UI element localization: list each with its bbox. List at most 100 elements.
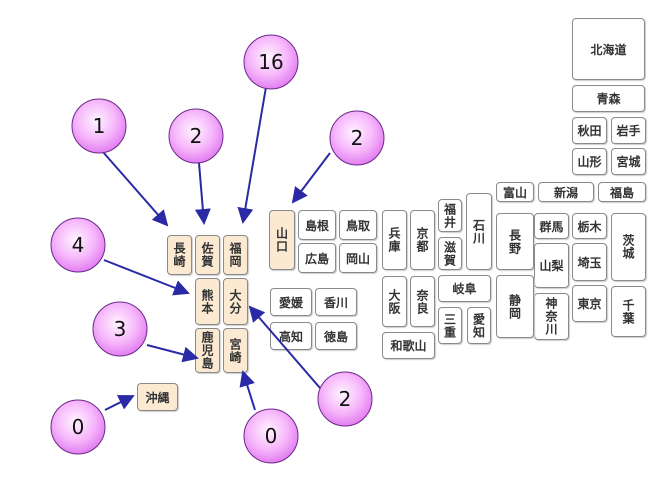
prefecture-name: 静岡 bbox=[507, 293, 522, 320]
prefecture-name: 長野 bbox=[507, 228, 522, 255]
prefecture-box[interactable]: 長野 bbox=[496, 213, 534, 270]
prefecture-box[interactable]: 福井 bbox=[438, 199, 462, 232]
count-label: 2 bbox=[190, 124, 203, 148]
prefecture-name: 石川 bbox=[471, 218, 486, 245]
count-bubble bbox=[50, 399, 106, 455]
arrow bbox=[291, 152, 331, 204]
count-label: 0 bbox=[72, 415, 85, 439]
prefecture-box[interactable]: 石川 bbox=[466, 193, 492, 270]
prefecture-box[interactable]: 富山 bbox=[496, 182, 534, 202]
prefecture-box[interactable]: 福岡 bbox=[223, 235, 248, 275]
prefecture-box[interactable]: 愛知 bbox=[467, 307, 491, 344]
count-label: 2 bbox=[351, 126, 364, 150]
count-bubble bbox=[329, 110, 385, 166]
prefecture-box[interactable]: 群馬 bbox=[534, 213, 569, 239]
prefecture-name: 大分 bbox=[228, 288, 242, 315]
prefecture-box[interactable]: 静岡 bbox=[496, 275, 534, 338]
prefecture-box[interactable]: 和歌山 bbox=[382, 332, 435, 359]
prefecture-name: 岩手 bbox=[616, 124, 641, 138]
prefecture-box[interactable]: 新潟 bbox=[538, 182, 594, 202]
count-bubble bbox=[168, 108, 224, 164]
prefecture-box[interactable]: 大阪 bbox=[382, 276, 407, 327]
prefecture-name: 長崎 bbox=[172, 242, 186, 268]
prefecture-box[interactable]: 三重 bbox=[438, 307, 462, 344]
prefecture-box[interactable]: 愛媛 bbox=[270, 288, 312, 316]
prefecture-box[interactable]: 滋賀 bbox=[438, 237, 462, 270]
prefecture-name: 愛媛 bbox=[278, 295, 303, 310]
prefecture-box[interactable]: 沖縄 bbox=[137, 383, 178, 411]
prefecture-name: 北海道 bbox=[590, 42, 627, 57]
prefecture-box[interactable]: 奈良 bbox=[410, 276, 435, 327]
prefecture-name: 鹿児島 bbox=[200, 331, 214, 370]
prefecture-name: 青森 bbox=[596, 92, 621, 106]
count-label: 1 bbox=[93, 114, 106, 138]
prefecture-box[interactable]: 京都 bbox=[410, 210, 435, 270]
prefecture-name: 宮崎 bbox=[228, 337, 242, 364]
prefecture-name: 栃木 bbox=[577, 219, 602, 234]
prefecture-box[interactable]: 兵庫 bbox=[382, 210, 407, 270]
prefecture-box[interactable]: 埼玉 bbox=[572, 243, 607, 281]
prefecture-box[interactable]: 千葉 bbox=[611, 286, 646, 337]
prefecture-box[interactable]: 岡山 bbox=[339, 243, 377, 273]
prefecture-box[interactable]: 長崎 bbox=[167, 235, 192, 275]
arrow bbox=[239, 370, 256, 411]
prefecture-name: 福島 bbox=[609, 185, 634, 200]
prefecture-name: 鳥取 bbox=[345, 218, 370, 233]
arrow bbox=[102, 151, 169, 227]
prefecture-name: 徳島 bbox=[323, 329, 348, 344]
prefecture-name: 京都 bbox=[415, 227, 429, 253]
arrow bbox=[248, 305, 321, 389]
prefecture-box[interactable]: 宮崎 bbox=[223, 328, 248, 373]
prefecture-name: 熊本 bbox=[200, 288, 214, 315]
prefecture-box[interactable]: 熊本 bbox=[195, 278, 220, 325]
prefecture-box[interactable]: 島根 bbox=[298, 210, 336, 240]
prefecture-box[interactable]: 鳥取 bbox=[339, 210, 377, 240]
prefecture-box[interactable]: 岐阜 bbox=[438, 275, 491, 302]
prefecture-name: 兵庫 bbox=[387, 227, 401, 253]
count-bubble bbox=[243, 34, 299, 90]
prefecture-name: 奈良 bbox=[415, 288, 429, 315]
prefecture-box[interactable]: 秋田 bbox=[572, 117, 607, 144]
prefecture-name: 埼玉 bbox=[577, 255, 602, 270]
prefecture-name: 山口 bbox=[274, 227, 289, 253]
prefecture-name: 滋賀 bbox=[442, 240, 457, 267]
prefecture-name: 宮城 bbox=[616, 155, 641, 169]
prefecture-name: 福井 bbox=[442, 202, 457, 229]
count-bubble bbox=[317, 371, 373, 427]
prefecture-box[interactable]: 香川 bbox=[315, 288, 357, 316]
prefecture-name: 神奈川 bbox=[544, 297, 558, 336]
prefecture-box[interactable]: 青森 bbox=[572, 85, 645, 112]
prefecture-box[interactable]: 鹿児島 bbox=[195, 328, 220, 373]
prefecture-box[interactable]: 栃木 bbox=[572, 213, 607, 239]
prefecture-box[interactable]: 山形 bbox=[572, 148, 607, 175]
prefecture-name: 岡山 bbox=[345, 251, 370, 266]
prefecture-box[interactable]: 神奈川 bbox=[534, 293, 569, 340]
prefecture-box[interactable]: 山梨 bbox=[534, 243, 569, 288]
prefecture-name: 広島 bbox=[304, 251, 329, 266]
prefecture-name: 山形 bbox=[577, 155, 602, 169]
arrow bbox=[237, 86, 267, 224]
prefecture-box[interactable]: 大分 bbox=[223, 278, 248, 325]
prefecture-box[interactable]: 宮城 bbox=[611, 148, 646, 175]
prefecture-box[interactable]: 北海道 bbox=[572, 18, 645, 80]
prefecture-box[interactable]: 高知 bbox=[270, 322, 312, 350]
prefecture-name: 沖縄 bbox=[145, 390, 170, 405]
count-label: 16 bbox=[258, 50, 283, 74]
prefecture-box[interactable]: 佐賀 bbox=[195, 235, 220, 275]
prefecture-name: 大阪 bbox=[387, 288, 401, 315]
prefecture-box[interactable]: 広島 bbox=[298, 243, 336, 273]
prefecture-name: 富山 bbox=[502, 185, 527, 200]
prefecture-name: 茨城 bbox=[621, 234, 635, 260]
prefecture-name: 愛知 bbox=[471, 312, 486, 339]
prefecture-box[interactable]: 山口 bbox=[269, 210, 295, 270]
prefecture-box[interactable]: 徳島 bbox=[315, 322, 357, 350]
prefecture-box[interactable]: 岩手 bbox=[611, 117, 646, 144]
prefecture-box[interactable]: 福島 bbox=[598, 182, 646, 202]
count-label: 4 bbox=[72, 233, 85, 257]
prefecture-name: 佐賀 bbox=[200, 242, 214, 268]
prefecture-box[interactable]: 茨城 bbox=[611, 213, 646, 281]
prefecture-box[interactable]: 東京 bbox=[572, 285, 607, 322]
prefecture-name: 新潟 bbox=[553, 185, 578, 200]
